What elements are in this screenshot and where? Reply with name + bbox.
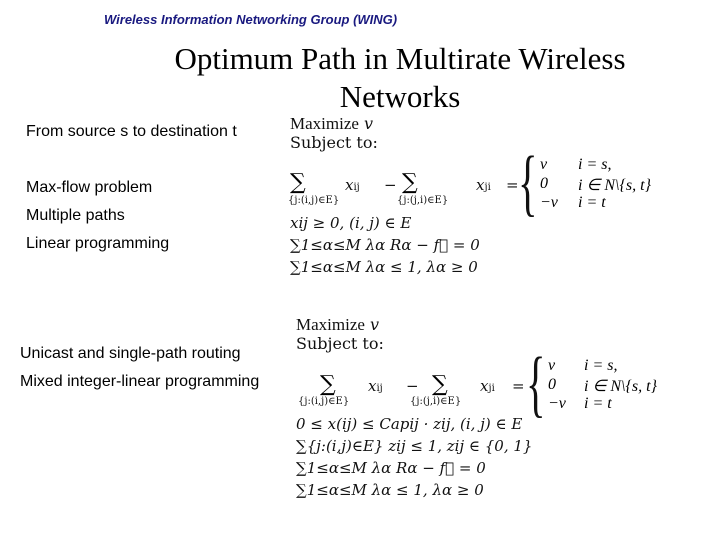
lp1-case3-cond: i = t	[578, 194, 606, 211]
lp2-objective-var: v	[370, 315, 380, 334]
lp2-equals: =	[512, 377, 525, 395]
lp2-minus: −	[406, 377, 419, 395]
lp2-term-in: xji	[480, 377, 495, 395]
lp1-subject-label: Subject to:	[290, 133, 378, 152]
lp1-constraint-rate: ∑1≤α≤M λα Rα − f⃗ = 0	[290, 236, 480, 254]
lp2-objective: Maximize v	[296, 315, 379, 335]
lp1-objective: Maximize v	[290, 114, 373, 134]
lp1-cases-brace: {	[518, 142, 538, 224]
lp1-constraint-lambda: ∑1≤α≤M λα ≤ 1, λα ≥ 0	[290, 258, 478, 276]
lp1-sum-in-index: {j:(j,i)∈E}	[397, 195, 449, 206]
lp1-sum-out-symbol: ∑	[290, 170, 306, 195]
lp2-case2-cond: i ∈ N\{s, t}	[584, 378, 657, 395]
bullet-linear-programming: Linear programming	[26, 235, 170, 252]
bullet-unicast-single-path: Unicast and single-path routing	[20, 345, 241, 362]
lp1-case3-value: −v	[540, 194, 558, 211]
lp2-sum-out-symbol: ∑	[320, 372, 336, 397]
lp1-constraint-nonneg: xij ≥ 0, (i, j) ∈ E	[290, 214, 412, 232]
lp2-constraint-capacity: 0 ≤ x(ij) ≤ Capij · zij, (i, j) ∈ E	[296, 415, 523, 433]
lp2-sum-in-symbol: ∑	[432, 372, 448, 397]
lp1-equals: =	[506, 176, 519, 194]
lp2-maximize-label: Maximize	[296, 315, 365, 334]
lp2-case3-cond: i = t	[584, 395, 612, 412]
lp2-case1-cond: i = s,	[584, 357, 618, 374]
bullet-multiple-paths: Multiple paths	[26, 207, 125, 224]
bullet-mixed-integer: Mixed integer-linear programming	[20, 373, 260, 390]
lp2-constraint-rate: ∑1≤α≤M λα Rα − f⃗ = 0	[296, 459, 486, 477]
bullet-max-flow: Max-flow problem	[26, 179, 153, 196]
lp2-case3-value: −v	[548, 395, 566, 412]
lp2-constraint-single-path: ∑{j:(i,j)∈E} zij ≤ 1, zij ∈ {0, 1}	[296, 437, 533, 455]
lp1-case1-cond: i = s,	[578, 156, 612, 173]
lp1-case2-cond: i ∈ N\{s, t}	[578, 177, 651, 194]
slide-title: Optimum Path in Multirate Wireless Netwo…	[174, 41, 626, 114]
lp2-cases-brace: {	[526, 343, 546, 425]
group-header: Wireless Information Networking Group (W…	[104, 12, 398, 27]
bullet-source-destination: From source s to destination t	[26, 123, 237, 140]
lp1-objective-var: v	[364, 114, 374, 133]
lp2-subject-label: Subject to:	[296, 334, 384, 353]
lp2-term-out: xij	[368, 377, 383, 395]
lp1-case1-value: v	[540, 156, 548, 173]
lp2-constraint-lambda: ∑1≤α≤M λα ≤ 1, λα ≥ 0	[296, 481, 484, 499]
lp1-sum-out-index: {j:(i,j)∈E}	[288, 195, 340, 206]
lp2-case2-value: 0	[548, 376, 556, 393]
lp1-minus: −	[384, 176, 397, 194]
lp1-case2-value: 0	[540, 175, 548, 192]
lp1-term-out: xij	[345, 176, 360, 194]
lp1-term-in: xji	[476, 176, 491, 194]
lp1-maximize-label: Maximize	[290, 114, 359, 133]
lp2-case1-value: v	[548, 357, 556, 374]
lp1-sum-in-symbol: ∑	[402, 170, 418, 195]
lp2-sum-out-index: {j:(i,j)∈E}	[298, 396, 350, 407]
lp2-sum-in-index: {j:(j,i)∈E}	[410, 396, 462, 407]
